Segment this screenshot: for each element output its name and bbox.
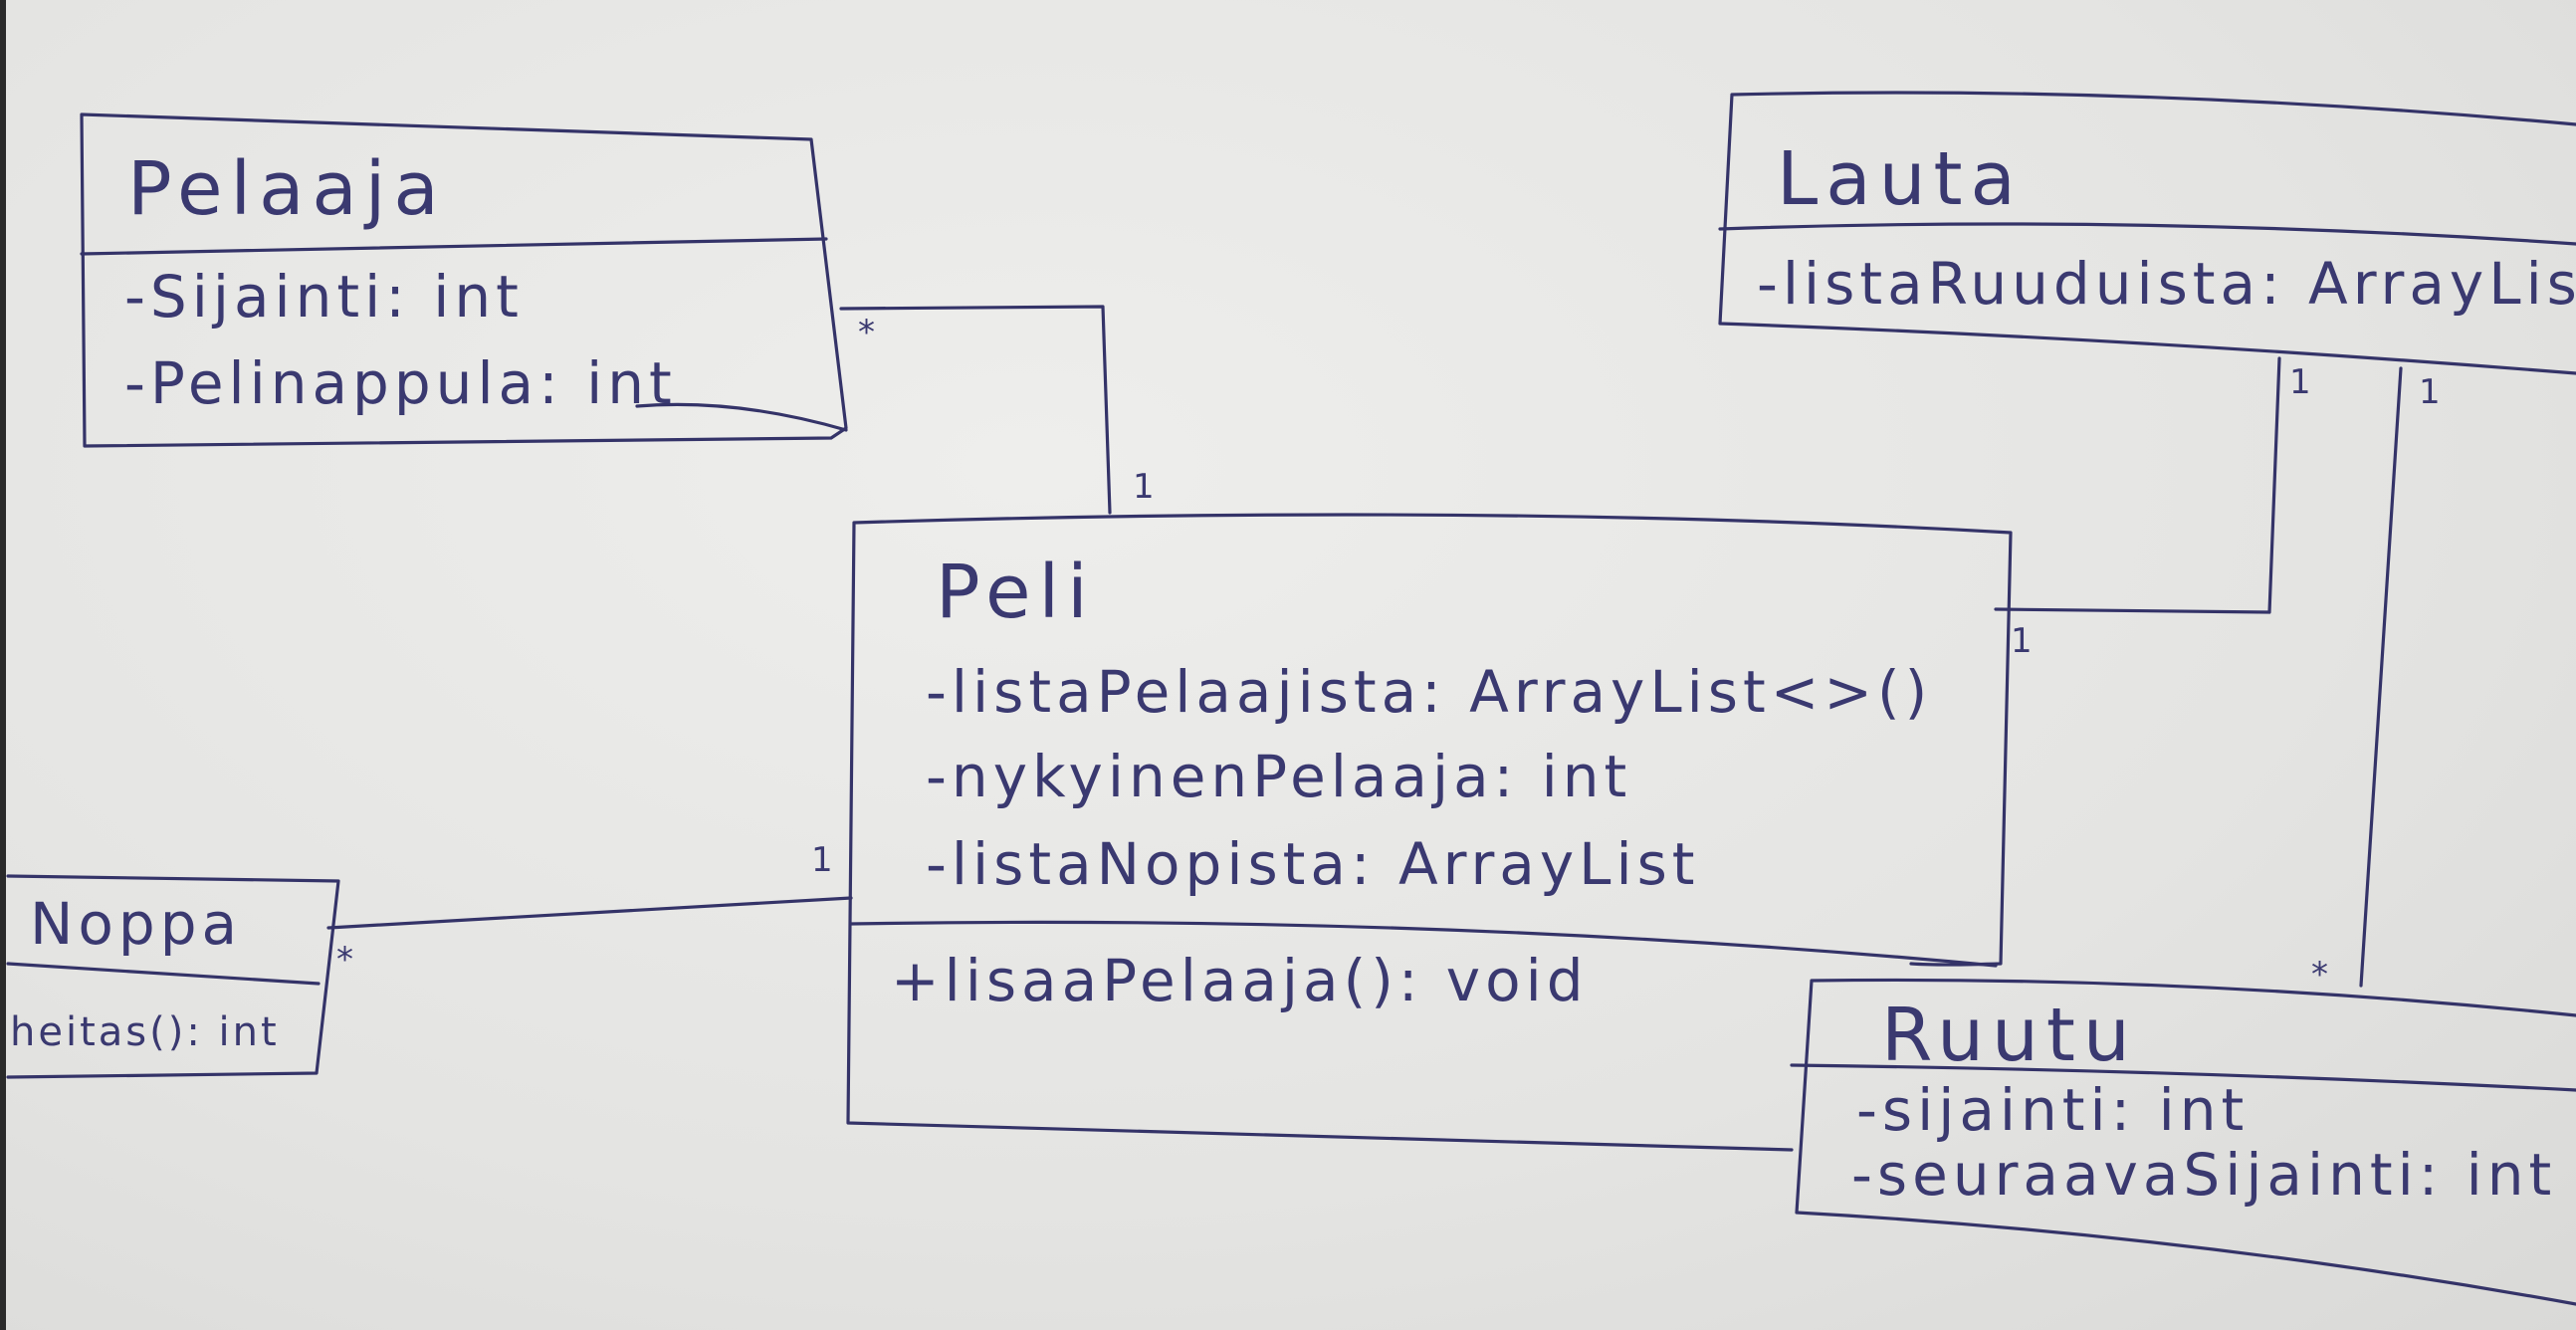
mult-noppa-peli-noppa-end: * [336,940,353,980]
mult-noppa-peli-peli-end: 1 [811,840,833,880]
mult-pelaaja-peli-peli-end: 1 [1133,467,1155,507]
class-ruutu-divider [1790,1063,2576,1092]
class-peli: Peli -listaPelaajista: ArrayList<>() -ny… [846,513,2013,1152]
paper-edge-shadow [0,0,6,1330]
class-lauta-box [1718,91,2576,375]
class-peli-name: Peli [936,550,1096,635]
association-lauta-ruutu [2359,366,2403,988]
association-noppa-peli [326,896,853,930]
class-peli-method-1: +lisaaPelaaja(): void [891,947,1589,1014]
class-lauta: Lauta -listaRuuduista: ArrayList [1718,91,2576,375]
mult-lauta-peli-lauta-end: 1 [2289,362,2311,402]
class-ruutu-name: Ruutu [1881,993,2138,1078]
class-noppa-divider [6,962,321,986]
association-pelaaja-peli [839,305,1112,515]
class-lauta-attr-1: -listaRuuduista: ArrayList [1757,250,2576,318]
mult-lauta-ruutu-lauta-end: 1 [2419,372,2441,412]
class-noppa-method-1: heitas(): int [10,1009,280,1055]
class-noppa-box [6,874,340,1079]
class-pelaaja-box [80,112,848,448]
class-ruutu-attr-1: -sijainti: int [1856,1076,2249,1144]
pelaaja-strike-mark [635,402,848,432]
class-ruutu: Ruutu -sijainti: int -seuraavaSijainti: … [1790,978,2576,1306]
class-peli-attr-1: -listaPelaajista: ArrayList<>() [926,658,1932,726]
class-lauta-name: Lauta [1777,136,2024,222]
class-ruutu-box [1795,978,2576,1306]
class-peli-attr-3: -listaNopista: ArrayList [926,830,1700,898]
mult-pelaaja-peli-pelaaja-end: * [858,313,875,352]
class-peli-attr-2: -nykyinenPelaaja: int [926,743,1631,810]
class-pelaaja-divider [80,237,828,256]
class-peli-divider [849,920,1998,968]
class-pelaaja-name: Pelaaja [127,146,447,232]
class-lauta-divider [1718,222,2576,246]
mult-lauta-ruutu-ruutu-end: * [2311,955,2328,995]
class-pelaaja: Pelaaja -Sijainti: int -Pelinappula: int [80,112,848,448]
class-pelaaja-attr-1: -Sijainti: int [124,263,524,331]
class-noppa-name: Noppa [30,890,242,958]
association-lauta-peli [1994,356,2281,614]
class-pelaaja-attr-2: -Pelinappula: int [124,349,677,417]
mult-lauta-peli-peli-end: 1 [2011,621,2033,661]
class-noppa: Noppa heitas(): int [6,874,340,1079]
class-ruutu-attr-2: -seuraavaSijainti: int [1851,1141,2556,1209]
